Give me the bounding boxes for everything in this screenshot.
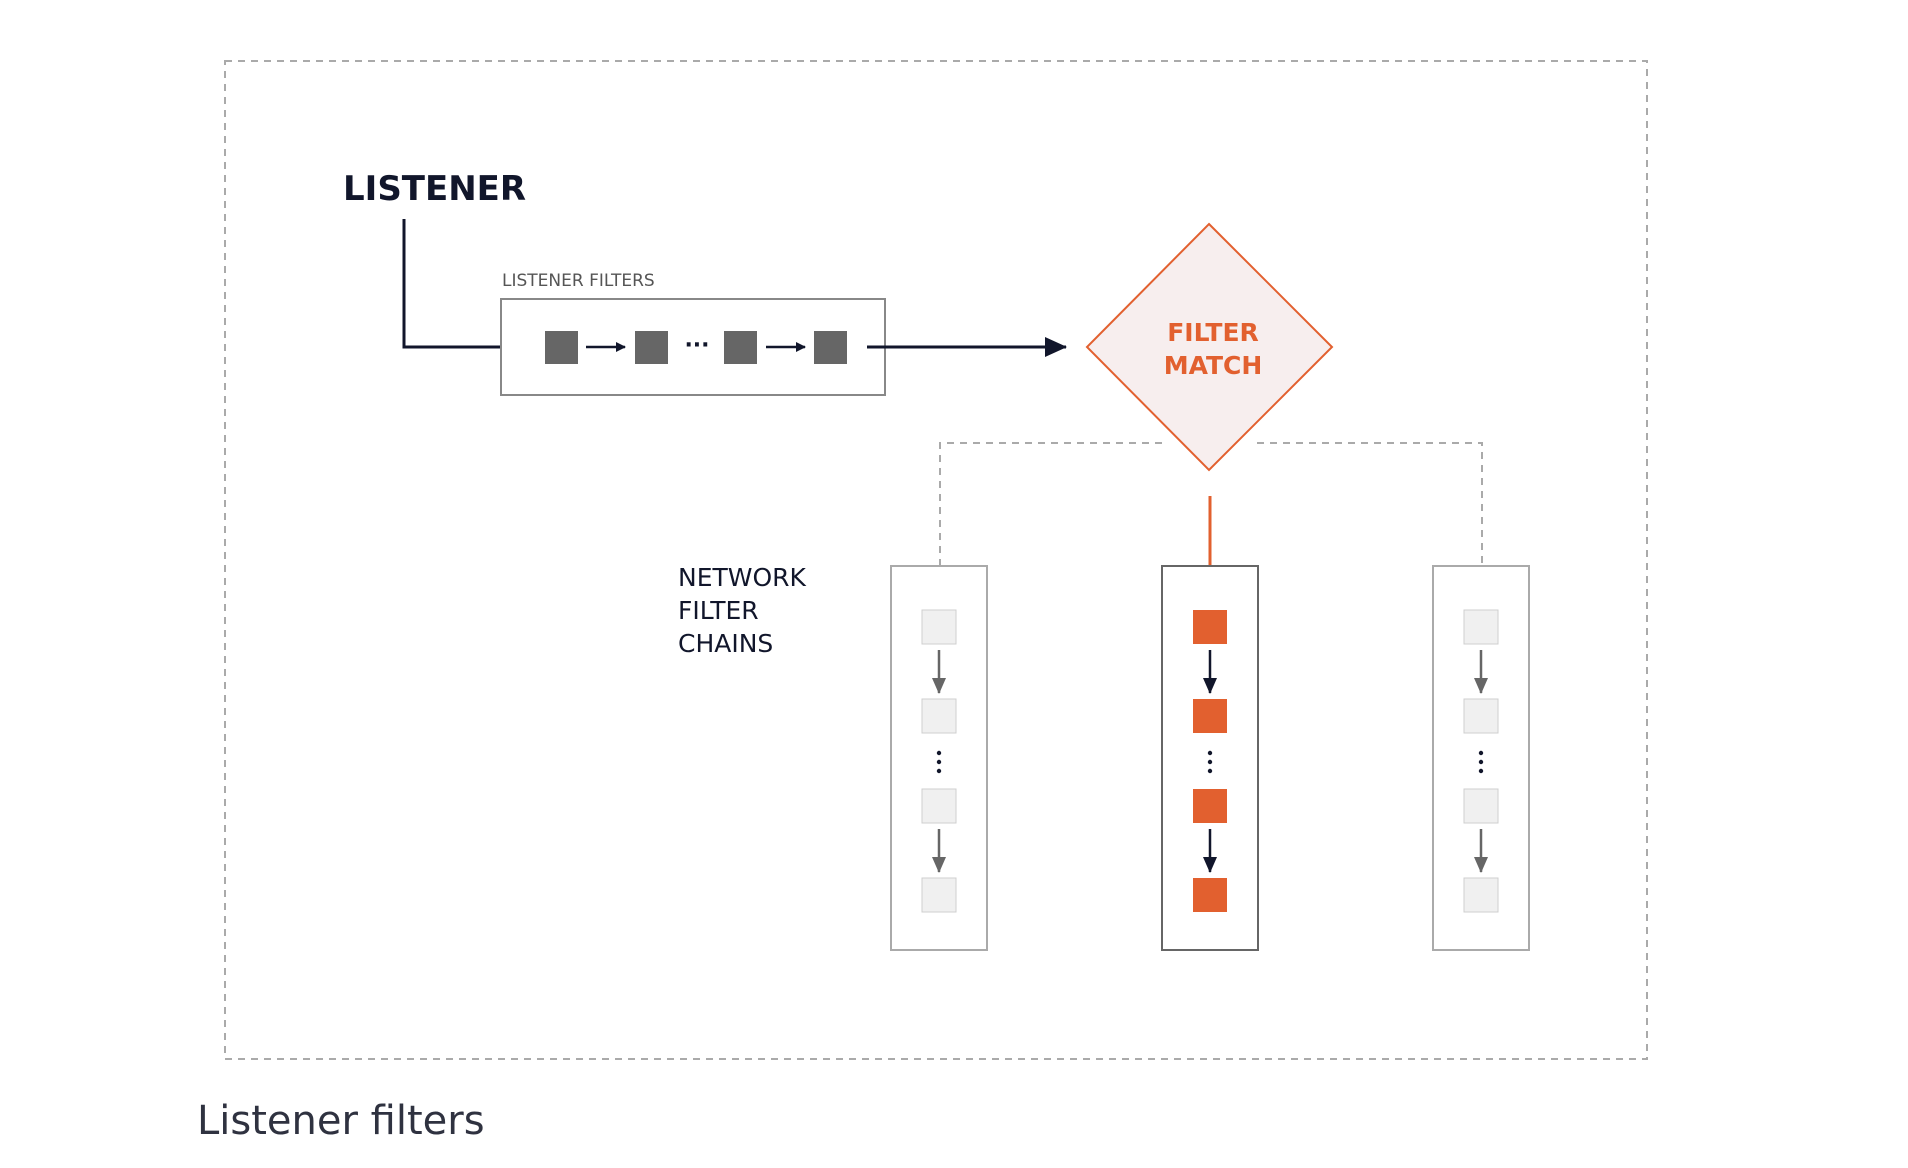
chain-left-filter-4 xyxy=(921,877,957,913)
network-filter-chains-line-1: NETWORK xyxy=(678,563,807,592)
listener-to-filters-arrow xyxy=(402,219,536,357)
chain-right-ellipsis xyxy=(1478,750,1484,774)
listener-filters-label: LISTENER FILTERS xyxy=(502,271,655,291)
chain-matched-filter-3 xyxy=(1193,789,1227,823)
filter-match-diamond xyxy=(1085,222,1334,472)
chain-matched-filter-2 xyxy=(1193,699,1227,733)
filter-chain-left xyxy=(890,565,988,951)
listener-filter-4 xyxy=(814,331,847,364)
chain-right-filter-3 xyxy=(1463,788,1499,824)
filter-chain-right xyxy=(1432,565,1530,951)
network-filter-chains-line-3: CHAINS xyxy=(678,629,773,658)
branch-left-dashed xyxy=(934,442,1162,594)
chain-left-filter-2 xyxy=(921,698,957,734)
filter-match-label-line-1: FILTER xyxy=(1167,318,1259,347)
figure-caption: Listener filters xyxy=(197,1098,485,1144)
listener-filter-3 xyxy=(724,331,757,364)
chain-right-filter-4 xyxy=(1463,877,1499,913)
filter-chain-matched xyxy=(1161,565,1259,951)
listener-filter-2 xyxy=(635,331,668,364)
listener-label: LISTENER xyxy=(343,169,526,209)
chain-matched-filter-1 xyxy=(1193,610,1227,644)
chain-matched-ellipsis xyxy=(1207,750,1213,774)
chain-left-ellipsis xyxy=(936,750,942,774)
network-filter-chains-line-2: FILTER xyxy=(678,596,759,625)
chain-right-filter-2 xyxy=(1463,698,1499,734)
listener-filter-1 xyxy=(545,331,578,364)
listener-filter-ellipsis: ··· xyxy=(684,333,709,358)
chain-left-filter-3 xyxy=(921,788,957,824)
filter-match-label-line-2: MATCH xyxy=(1164,351,1263,380)
chain-left-filter-1 xyxy=(921,609,957,645)
branch-right-dashed xyxy=(1257,442,1488,594)
chain-right-filter-1 xyxy=(1463,609,1499,645)
chain-matched-filter-4 xyxy=(1193,878,1227,912)
